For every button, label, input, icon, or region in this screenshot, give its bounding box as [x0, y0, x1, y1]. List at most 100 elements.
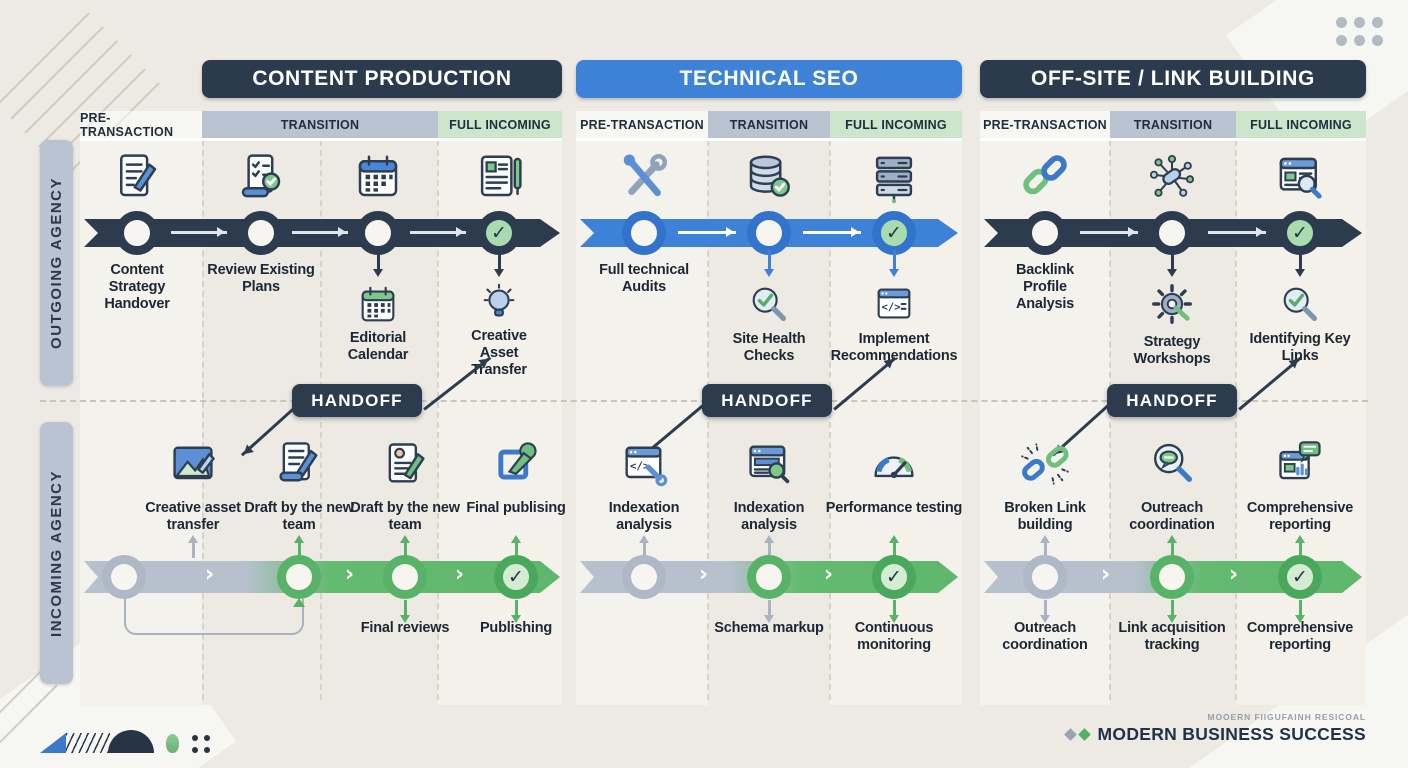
lane-label: INCOMING AGENCY: [48, 469, 65, 637]
connector-arrow-up: [1171, 538, 1174, 558]
timeline-node-check: ✓: [872, 555, 916, 599]
timeline-node: [239, 211, 283, 255]
phase-full-incoming: FULL INCOMING: [438, 111, 562, 141]
chevron-icon: ›: [824, 562, 834, 587]
connector-arrow-down: [1171, 250, 1174, 274]
step-label: Indexation analysis: [733, 500, 805, 533]
search-speech-icon: [1154, 443, 1193, 482]
connector-arrow-down: [768, 250, 771, 274]
connector-arrow-down: [768, 600, 771, 620]
timeline-node: [102, 555, 146, 599]
decor-dot-grid: [1336, 17, 1383, 46]
brand-diamond-green-icon: [1077, 728, 1091, 741]
connector-arrow-down: [515, 600, 518, 620]
phase-transition: TRANSITION: [708, 111, 830, 141]
brand-tagline: MOOERN FIIGUFAINH RESICOAL: [1207, 712, 1366, 722]
chain-link-icon: [1023, 155, 1067, 195]
phase-pre-transaction: PRE-TRANSACTION: [576, 111, 708, 141]
timeline-arrow: [292, 231, 348, 234]
timeline-node: [622, 211, 666, 255]
column-header-content-production: CONTENT PRODUCTION: [202, 60, 562, 98]
document-pen-icon: [120, 154, 157, 197]
lane-label: OUTGOING AGENCY: [48, 177, 65, 349]
connector-arrow-up: [1044, 538, 1047, 558]
step-label: Backlink Profile Analysis: [1015, 262, 1075, 312]
footer-logo-shapes: [40, 729, 210, 753]
timeline-node: [383, 555, 427, 599]
publish-icon: [498, 442, 537, 480]
timeline-arrow: [410, 231, 466, 234]
logo-striped-shape: [66, 733, 110, 753]
connector-arrow-down: [404, 600, 407, 620]
step-label: Editorial Calendar: [347, 330, 409, 363]
step-label: Broken Link building: [1004, 500, 1086, 533]
connector-arrow-down: [1299, 250, 1302, 274]
check-icon: ✓: [886, 222, 902, 244]
handoff-badge: HANDOFF: [702, 384, 832, 417]
check-icon: ✓: [1292, 566, 1308, 588]
code-window-icon: </>: [877, 288, 911, 319]
decor-diagonal-line: [0, 12, 90, 106]
step-label: Publishing: [479, 620, 553, 636]
handoff-badge: HANDOFF: [1107, 384, 1237, 417]
server-icon: [875, 156, 913, 204]
timeline-node-check: ✓: [1278, 211, 1322, 255]
timeline-node: [115, 211, 159, 255]
connector-arrow-up: [893, 538, 896, 558]
draft-document-icon: [279, 442, 318, 482]
step-label: Outreach coordination: [1002, 620, 1088, 653]
step-label: Full technical Audits: [599, 262, 689, 295]
connector-arrow-down: [1299, 600, 1302, 620]
timeline-node-check: ✓: [1278, 555, 1322, 599]
connector-arrow-up: [1299, 538, 1302, 558]
step-label: Performance testing: [825, 500, 963, 516]
timeline-node: [747, 555, 791, 599]
timeline-node: [277, 555, 321, 599]
lane-tab-outgoing-agency: OUTGOING AGENCY: [40, 140, 73, 386]
brand-diamond-gray-icon: [1063, 728, 1077, 741]
link-hub-icon: [1149, 154, 1195, 197]
chevron-icon: ›: [1101, 562, 1111, 587]
phase-separator: [320, 140, 322, 700]
check-icon: ✓: [886, 566, 902, 588]
loop-connector: [124, 599, 304, 635]
timeline-arrow: [171, 231, 227, 234]
step-label: Creative asset transfer: [145, 500, 241, 533]
logo-semicircle: [108, 730, 154, 753]
connector-arrow-up: [404, 538, 407, 558]
phase-transition: TRANSITION: [202, 111, 438, 141]
lightbulb-icon: [483, 283, 515, 317]
logo-green-leaf: [166, 734, 179, 753]
connector-arrow-up: [192, 538, 195, 558]
step-label: Final reviews: [360, 620, 450, 636]
connector-arrow-down: [1171, 600, 1174, 620]
logo-blue-triangle: [40, 733, 66, 753]
step-label: Indexation analysis: [608, 500, 680, 533]
connector-arrow-up: [515, 538, 518, 558]
timeline-node-check: ✓: [494, 555, 538, 599]
timeline-node: [356, 211, 400, 255]
browser-search-icon: [749, 445, 790, 484]
connector-arrow-down: [377, 250, 380, 274]
connector-arrow-down: [893, 250, 896, 274]
broken-link-icon: [1021, 443, 1069, 485]
column-title: OFF-SITE / LINK BUILDING: [1031, 67, 1315, 90]
timeline-arrow: [1208, 231, 1266, 234]
step-label: Continuous monitoring: [854, 620, 934, 653]
column-title: CONTENT PRODUCTION: [252, 67, 512, 90]
handoff-badge: HANDOFF: [292, 384, 422, 417]
phase-separator: [1235, 140, 1237, 700]
timeline-node-check: ✓: [872, 211, 916, 255]
connector-arrow-up: [768, 538, 771, 558]
incoming-timeline-band: [84, 561, 560, 593]
search-check-icon: [752, 287, 787, 322]
check-icon: ✓: [1292, 222, 1308, 244]
browser-magnifier-icon: [1279, 157, 1322, 199]
step-label: Strategy Workshops: [1133, 334, 1211, 367]
timeline-arrow: [803, 231, 861, 234]
step-label: Draft by the new team: [350, 500, 460, 533]
lane-tab-incoming-agency: INCOMING AGENCY: [40, 422, 73, 684]
image-icon: [173, 446, 215, 480]
decor-diagonal-line: [10, 26, 104, 120]
step-label: Site Health Checks: [732, 331, 806, 364]
